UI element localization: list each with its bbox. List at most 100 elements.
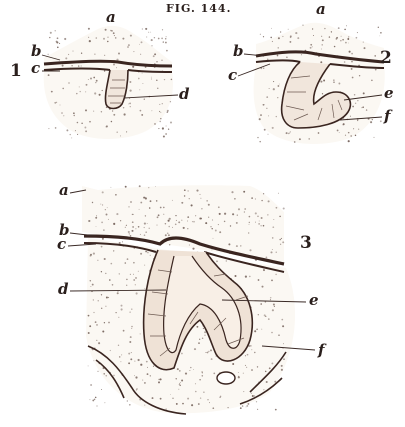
- stipple-dot: [122, 38, 124, 40]
- stipple-dot: [179, 370, 181, 372]
- stipple-dot: [264, 129, 266, 131]
- stipple-dot: [238, 208, 240, 210]
- stipple-dot: [169, 244, 170, 245]
- stipple-dot: [216, 260, 218, 262]
- stipple-dot: [96, 226, 97, 227]
- stipple-dot: [185, 373, 187, 375]
- stipple-dot: [282, 241, 284, 243]
- stipple-dot: [106, 297, 108, 299]
- stipple-dot: [158, 379, 159, 380]
- stipple-dot: [268, 200, 270, 202]
- stipple-dot: [380, 120, 382, 122]
- stipple-dot: [98, 300, 99, 301]
- stipple-dot: [131, 308, 132, 309]
- stipple-dot: [126, 279, 128, 281]
- panel-2-epidermis-region: [256, 23, 384, 64]
- stipple-dot: [171, 79, 173, 81]
- panel-3-label-f: f: [317, 341, 327, 359]
- stipple-dot: [228, 243, 230, 245]
- stipple-dot: [192, 248, 194, 250]
- stipple-dot: [254, 352, 255, 353]
- stipple-dot: [135, 376, 137, 378]
- stipple-dot: [159, 104, 160, 105]
- stipple-dot: [119, 242, 121, 244]
- stipple-dot: [99, 94, 101, 96]
- stipple-dot: [210, 226, 211, 227]
- stipple-dot: [259, 221, 260, 222]
- stipple-dot: [133, 51, 134, 52]
- stipple-dot: [154, 37, 155, 38]
- stipple-dot: [144, 265, 145, 266]
- stipple-dot: [322, 39, 324, 41]
- stipple-dot: [268, 115, 269, 116]
- stipple-dot: [113, 32, 115, 34]
- stipple-dot: [142, 73, 143, 74]
- stipple-dot: [329, 36, 330, 37]
- stipple-dot: [126, 225, 127, 226]
- stipple-dot: [211, 358, 213, 360]
- stipple-dot: [131, 328, 132, 329]
- stipple-dot: [274, 306, 275, 307]
- stipple-dot: [224, 221, 226, 223]
- stipple-dot: [301, 54, 302, 55]
- stipple-dot: [245, 276, 247, 278]
- stipple-dot: [273, 303, 275, 305]
- stipple-dot: [103, 373, 104, 374]
- stipple-dot: [169, 218, 171, 220]
- stipple-dot: [111, 121, 113, 123]
- stipple-dot: [249, 222, 250, 223]
- stipple-dot: [153, 366, 154, 367]
- stipple-dot: [322, 44, 323, 45]
- stipple-dot: [352, 77, 354, 79]
- stipple-dot: [283, 348, 284, 349]
- stipple-dot: [129, 341, 131, 343]
- stipple-dot: [157, 88, 158, 89]
- stipple-dot: [196, 326, 198, 328]
- stipple-dot: [380, 32, 382, 34]
- stipple-dot: [158, 128, 159, 129]
- stipple-dot: [129, 404, 131, 406]
- stipple-dot: [129, 81, 131, 83]
- stipple-dot: [359, 75, 360, 76]
- stipple-dot: [90, 254, 92, 256]
- stipple-dot: [101, 294, 102, 295]
- stipple-dot: [204, 331, 206, 333]
- stipple-dot: [88, 28, 90, 30]
- stipple-dot: [272, 309, 274, 311]
- stipple-dot: [116, 131, 117, 132]
- stipple-dot: [131, 352, 132, 353]
- stipple-dot: [288, 29, 289, 30]
- stipple-dot: [270, 299, 271, 300]
- stipple-dot: [260, 225, 261, 226]
- stipple-dot: [128, 103, 129, 104]
- stipple-dot: [269, 367, 271, 369]
- stipple-dot: [320, 81, 322, 83]
- stipple-dot: [149, 228, 150, 229]
- stipple-dot: [200, 198, 201, 199]
- stipple-dot: [271, 28, 272, 29]
- stipple-dot: [191, 204, 193, 206]
- stipple-dot: [156, 225, 157, 226]
- stipple-dot: [259, 141, 261, 143]
- stipple-dot: [81, 123, 82, 124]
- stipple-dot: [161, 60, 162, 61]
- stipple-dot: [279, 84, 280, 85]
- stipple-dot: [107, 207, 108, 208]
- stipple-dot: [184, 195, 185, 196]
- stipple-dot: [92, 202, 93, 203]
- stipple-dot: [93, 77, 95, 79]
- stipple-dot: [278, 334, 279, 335]
- stipple-dot: [89, 121, 91, 123]
- stipple-dot: [236, 222, 238, 224]
- stipple-dot: [72, 51, 73, 52]
- stipple-dot: [97, 260, 98, 261]
- stipple-dot: [308, 138, 310, 140]
- stipple-dot: [122, 241, 123, 242]
- stipple-dot: [371, 80, 372, 81]
- stipple-dot: [138, 78, 140, 80]
- stipple-dot: [266, 381, 268, 383]
- stipple-dot: [162, 127, 164, 129]
- stipple-dot: [350, 116, 351, 117]
- stipple-dot: [127, 400, 128, 401]
- stipple-dot: [175, 215, 176, 216]
